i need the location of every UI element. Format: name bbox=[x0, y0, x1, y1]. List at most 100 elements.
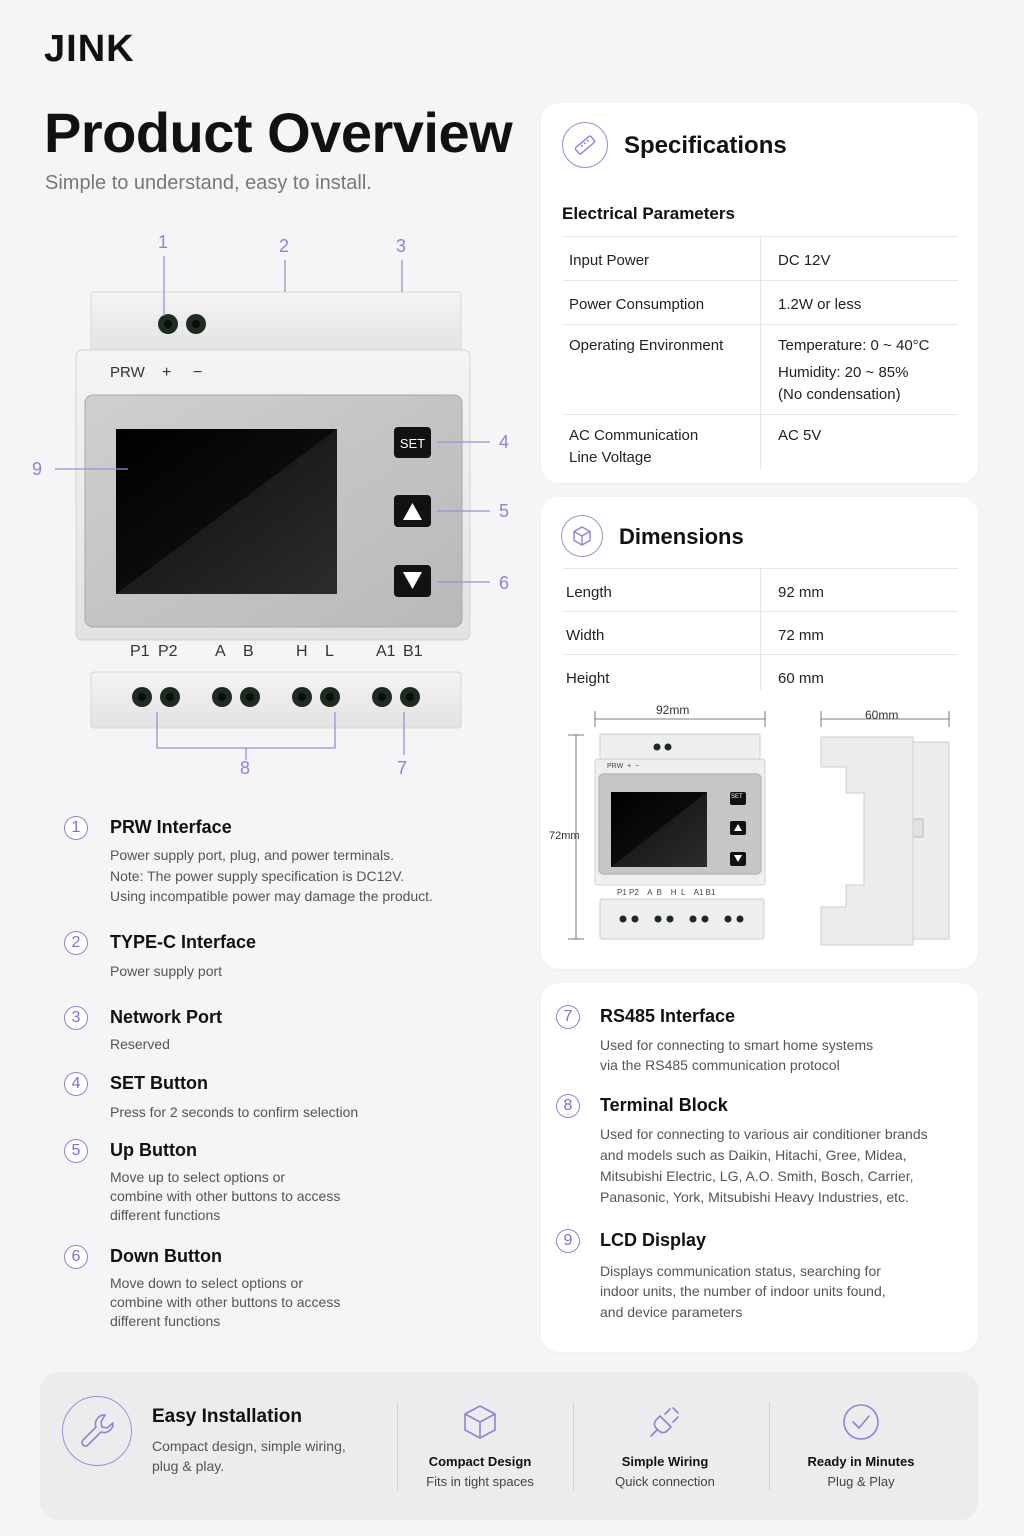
spec-row: AC Communication Line Voltage AC 5V bbox=[563, 414, 958, 470]
install-desc-line: plug & play. bbox=[152, 1458, 225, 1474]
spec-value: (No condensation) bbox=[778, 386, 901, 403]
feature-desc-line: via the RS485 communication protocol bbox=[600, 1057, 840, 1073]
spec-row: Input Power DC 12V bbox=[563, 236, 958, 280]
electrical-parameters-label: Electrical Parameters bbox=[562, 204, 735, 223]
feature-desc-line: indoor units, the number of indoor units… bbox=[600, 1283, 886, 1299]
dimension-key: Height bbox=[566, 670, 610, 687]
cube-icon bbox=[561, 515, 603, 557]
feature-desc-line: Displays communication status, searching… bbox=[600, 1263, 881, 1279]
callout-7: 7 bbox=[397, 758, 408, 778]
dimension-drawing bbox=[568, 711, 950, 946]
callout-3: 3 bbox=[396, 236, 407, 256]
item-title: Compact Design bbox=[428, 1454, 532, 1469]
feature-title: Up Button bbox=[110, 1140, 197, 1160]
page-subtitle: Simple to understand, easy to install. bbox=[45, 172, 372, 194]
lcd-display bbox=[116, 429, 337, 594]
item-subtitle: Fits in tight spaces bbox=[426, 1474, 534, 1489]
mini-set-label: SET bbox=[731, 794, 743, 800]
svg-text:P1: P1 bbox=[130, 643, 150, 660]
svg-text:P2: P2 bbox=[158, 643, 178, 660]
wrench-icon bbox=[62, 1396, 132, 1466]
feature-desc-line: Using incompatible power may damage the … bbox=[110, 888, 433, 904]
feature-number: 1 bbox=[64, 816, 88, 840]
dimension-row: Width 72 mm bbox=[563, 611, 958, 654]
feature-desc-line: Power supply port bbox=[110, 963, 223, 979]
callout-9: 9 bbox=[32, 459, 43, 479]
svg-text:A1: A1 bbox=[376, 643, 396, 660]
dimensions-card: Dimensions Length 92 mm Width 72 mm Heig… bbox=[541, 497, 978, 969]
feature-number: 5 bbox=[64, 1139, 88, 1163]
dimension-value: 60 mm bbox=[778, 670, 824, 687]
spec-value: 1.2W or less bbox=[778, 296, 862, 313]
feature-desc-line: Used for connecting to various air condi… bbox=[600, 1126, 928, 1142]
feature-desc-line: Note: The power supply specification is … bbox=[110, 868, 405, 884]
svg-text:B: B bbox=[243, 643, 254, 660]
feature-number: 8 bbox=[556, 1094, 580, 1118]
feature-number: 4 bbox=[64, 1072, 88, 1096]
feature-desc-line: combine with other buttons to access bbox=[110, 1294, 341, 1310]
device-bottom-module bbox=[90, 671, 462, 729]
dimension-label-width: 92mm bbox=[656, 703, 690, 717]
set-button bbox=[394, 427, 431, 458]
feature-number: 9 bbox=[556, 1229, 580, 1253]
feature-title: Down Button bbox=[110, 1246, 222, 1266]
item-title: Ready in Minutes bbox=[807, 1454, 915, 1469]
feature-desc-line: Press for 2 seconds to confirm selection bbox=[110, 1104, 359, 1120]
spec-key: AC Communication bbox=[569, 427, 699, 444]
callout-1: 1 bbox=[158, 232, 169, 252]
feature-number: 7 bbox=[556, 1005, 580, 1029]
callout-2: 2 bbox=[279, 236, 290, 256]
cube-icon bbox=[460, 1402, 500, 1442]
dimension-key: Length bbox=[566, 584, 612, 601]
simple-wiring-item: Simple Wiring Quick connection bbox=[585, 1372, 745, 1520]
spec-key: Power Consumption bbox=[569, 296, 705, 313]
dimension-row: Height 60 mm bbox=[563, 654, 958, 690]
dimension-value: 92 mm bbox=[778, 584, 824, 601]
svg-text:+: + bbox=[162, 364, 171, 381]
callout-6: 6 bbox=[499, 573, 510, 593]
feature-title: SET Button bbox=[110, 1073, 208, 1093]
feature-title: PRW Interface bbox=[110, 817, 232, 837]
features-right-card: 7 RS485 Interface Used for connecting to… bbox=[541, 983, 978, 1352]
mini-top-label: PRW + − bbox=[607, 763, 640, 770]
feature-desc-line: and device parameters bbox=[600, 1304, 743, 1320]
spec-value: DC 12V bbox=[778, 252, 831, 269]
spec-key: Line Voltage bbox=[569, 449, 652, 466]
feature-desc-line: Reserved bbox=[110, 1036, 170, 1052]
feature-desc-line: different functions bbox=[110, 1313, 221, 1329]
item-subtitle: Plug & Play bbox=[827, 1474, 895, 1489]
callout-lines bbox=[55, 256, 490, 760]
dimension-key: Width bbox=[566, 627, 605, 644]
mini-bottom-labels: P1 P2 A B H L A1 B1 bbox=[617, 888, 716, 897]
feature-title: RS485 Interface bbox=[600, 1006, 736, 1026]
feature-number: 3 bbox=[64, 1006, 88, 1030]
svg-text:L: L bbox=[325, 643, 334, 660]
feature-desc-line: Used for connecting to smart home system… bbox=[600, 1037, 874, 1053]
dimension-row: Length 92 mm bbox=[563, 568, 958, 611]
feature-title: Terminal Block bbox=[600, 1095, 728, 1115]
feature-title: Network Port bbox=[110, 1007, 223, 1027]
dimensions-title: Dimensions bbox=[619, 524, 744, 549]
item-title: Simple Wiring bbox=[621, 1454, 709, 1469]
spec-key: Input Power bbox=[569, 252, 650, 269]
spec-value: Humidity: 20 ~ 85% bbox=[778, 364, 909, 381]
check-icon bbox=[841, 1402, 881, 1442]
spec-row: Power Consumption 1.2W or less bbox=[563, 280, 958, 324]
brand-logo: JINK bbox=[44, 28, 135, 70]
callout-4: 4 bbox=[499, 432, 510, 452]
feature-number: 2 bbox=[64, 931, 88, 955]
item-subtitle: Quick connection bbox=[615, 1474, 715, 1489]
plug-icon bbox=[645, 1402, 685, 1442]
callout-5: 5 bbox=[499, 501, 510, 521]
svg-text:H: H bbox=[296, 643, 308, 660]
spec-value: Temperature: 0 ~ 40°C bbox=[778, 337, 930, 354]
feature-desc-line: combine with other buttons to access bbox=[110, 1188, 341, 1204]
callout-8: 8 bbox=[240, 758, 251, 778]
feature-desc-line: Panasonic, York, Mitsubishi Heavy Indust… bbox=[600, 1189, 909, 1205]
compact-design-item: Compact Design Fits in tight spaces bbox=[400, 1372, 560, 1520]
dimension-label-depth: 60mm bbox=[865, 708, 899, 722]
feature-title: TYPE-C Interface bbox=[110, 932, 257, 952]
prw-label: PRW bbox=[110, 364, 146, 381]
specifications-card: Specifications Electrical Parameters Inp… bbox=[541, 103, 978, 483]
